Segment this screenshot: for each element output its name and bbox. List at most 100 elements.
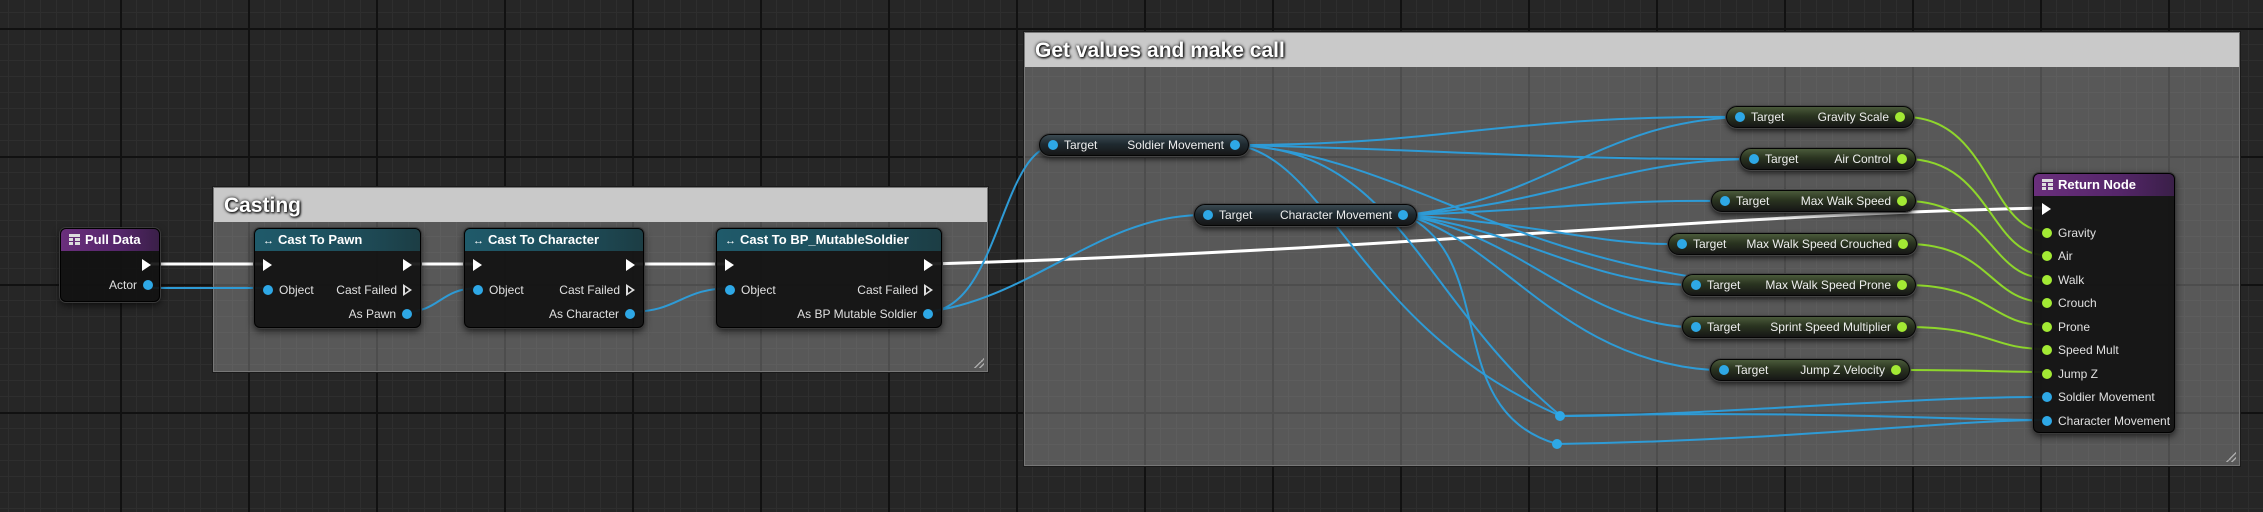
walk-pin[interactable] xyxy=(2042,275,2052,285)
reroute-knot[interactable] xyxy=(1552,439,1562,449)
sprint-speed-multiplier-label: Sprint Speed Multiplier xyxy=(1770,320,1891,334)
actor-pin[interactable] xyxy=(143,280,153,290)
exec-out-pin[interactable] xyxy=(626,259,635,271)
target-pin[interactable] xyxy=(1691,322,1701,332)
target-label: Target xyxy=(1219,208,1253,222)
float-wire xyxy=(1905,284,2046,326)
cast-to-pawn-title: Cast To Pawn xyxy=(278,232,363,247)
target-pin[interactable] xyxy=(1203,210,1213,220)
target-pin[interactable] xyxy=(1677,239,1687,249)
as-character-label: As Character xyxy=(548,307,619,321)
max-walk-speed-crouched-pin[interactable] xyxy=(1898,239,1908,249)
gravity-scale-getter-node[interactable]: Target Gravity Scale xyxy=(1726,106,1914,128)
target-pin[interactable] xyxy=(1749,154,1759,164)
object-wire xyxy=(1404,214,1687,286)
exec-wire xyxy=(929,206,2045,266)
jump-z-velocity-pin[interactable] xyxy=(1891,365,1901,375)
prone-pin[interactable] xyxy=(2042,322,2052,332)
exec-in-pin[interactable] xyxy=(473,259,482,271)
max-walk-speed-pin[interactable] xyxy=(1897,196,1907,206)
max-walk-speed-crouched-getter-node[interactable]: Target Max Walk Speed Crouched xyxy=(1668,233,1917,255)
return-node[interactable]: Return Node Gravity Air Walk Crouch Pron… xyxy=(2033,173,2175,433)
object-wire xyxy=(925,214,1204,313)
float-wire xyxy=(1905,326,2046,350)
object-pin[interactable] xyxy=(473,285,483,295)
target-pin[interactable] xyxy=(1719,365,1729,375)
casting-comment-title[interactable]: Casting xyxy=(214,188,987,222)
target-pin[interactable] xyxy=(1048,140,1058,150)
float-wire xyxy=(1899,369,2046,373)
exec-in-pin[interactable] xyxy=(725,259,734,271)
gravity-pin[interactable] xyxy=(2042,228,2052,238)
as-character-pin[interactable] xyxy=(625,309,635,319)
object-pin[interactable] xyxy=(263,285,273,295)
object-wire xyxy=(1404,214,1675,246)
object-wire xyxy=(1236,115,1745,146)
max-walk-speed-label: Max Walk Speed xyxy=(1800,194,1891,208)
target-pin[interactable] xyxy=(1735,112,1745,122)
cast-to-bp-mutable-soldier-node[interactable]: ↔Cast To BP_MutableSoldier Object Cast F… xyxy=(716,228,942,328)
air-label: Air xyxy=(2058,249,2073,263)
cast-failed-pin[interactable] xyxy=(626,284,635,296)
function-table-icon xyxy=(2042,179,2053,190)
as-soldier-pin[interactable] xyxy=(923,309,933,319)
target-label: Target xyxy=(1735,363,1769,377)
exec-out-pin[interactable] xyxy=(924,259,933,271)
sprint-speed-multiplier-getter-node[interactable]: Target Sprint Speed Multiplier xyxy=(1682,316,1916,338)
exec-in-pin[interactable] xyxy=(2042,203,2051,215)
float-wire xyxy=(1905,200,2046,279)
soldier-movement-in-pin[interactable] xyxy=(2042,392,2052,402)
object-wire xyxy=(1556,419,2046,445)
max-walk-speed-getter-node[interactable]: Target Max Walk Speed xyxy=(1711,190,1916,212)
object-pin[interactable] xyxy=(725,285,735,295)
as-pawn-label: As Pawn xyxy=(348,307,396,321)
target-pin[interactable] xyxy=(1691,280,1701,290)
pull-data-node[interactable]: Pull Data Actor xyxy=(60,228,160,302)
resize-handle-icon[interactable] xyxy=(974,358,984,368)
jump-z-label: Jump Z xyxy=(2058,367,2099,381)
target-label: Target xyxy=(1707,320,1741,334)
soldier-movement-pin[interactable] xyxy=(1230,140,1240,150)
exec-out-pin[interactable] xyxy=(403,259,412,271)
return-node-title: Return Node xyxy=(2058,177,2136,192)
object-wire xyxy=(1560,396,2046,417)
reroute-knot[interactable] xyxy=(1555,411,1565,421)
character-movement-getter-node[interactable]: Target Character Movement xyxy=(1194,204,1417,226)
exec-out-pin[interactable] xyxy=(142,259,151,271)
crouch-pin[interactable] xyxy=(2042,298,2052,308)
soldier-movement-getter-node[interactable]: Target Soldier Movement xyxy=(1039,134,1249,156)
air-control-getter-node[interactable]: Target Air Control xyxy=(1740,148,1916,170)
object-wire xyxy=(1404,158,1753,216)
cast-to-character-node[interactable]: ↔Cast To Character Object Cast Failed As… xyxy=(464,228,644,328)
exec-in-pin[interactable] xyxy=(263,259,272,271)
air-pin[interactable] xyxy=(2042,251,2052,261)
target-pin[interactable] xyxy=(1720,196,1730,206)
soldier-movement-label: Soldier Movement xyxy=(1127,138,1224,152)
as-pawn-pin[interactable] xyxy=(402,309,412,319)
gravity-scale-pin[interactable] xyxy=(1895,112,1905,122)
character-movement-in-pin[interactable] xyxy=(2042,416,2052,426)
speed-mult-pin[interactable] xyxy=(2042,345,2052,355)
target-label: Target xyxy=(1751,110,1785,124)
resize-handle-icon[interactable] xyxy=(2226,452,2236,462)
sprint-speed-multiplier-pin[interactable] xyxy=(1897,322,1907,332)
object-wire xyxy=(1404,199,1718,216)
target-label: Target xyxy=(1765,152,1799,166)
jump-z-velocity-getter-node[interactable]: Target Jump Z Velocity xyxy=(1710,359,1910,381)
cast-failed-pin[interactable] xyxy=(403,284,412,296)
character-movement-pin[interactable] xyxy=(1398,210,1408,220)
pull-data-title: Pull Data xyxy=(85,232,141,247)
air-control-pin[interactable] xyxy=(1897,154,1907,164)
speed-mult-label: Speed Mult xyxy=(2058,343,2119,357)
max-walk-speed-prone-pin[interactable] xyxy=(1897,280,1907,290)
character-movement-label: Character Movement xyxy=(1279,208,1392,222)
target-label: Target xyxy=(1064,138,1098,152)
cast-failed-pin[interactable] xyxy=(924,284,933,296)
max-walk-speed-prone-getter-node[interactable]: Target Max Walk Speed Prone xyxy=(1682,274,1916,296)
actor-pin-label: Actor xyxy=(108,278,137,292)
get-values-comment-title[interactable]: Get values and make call xyxy=(1025,33,2239,67)
cast-to-pawn-node[interactable]: ↔Cast To Pawn Object Cast Failed As Pawn xyxy=(254,228,421,328)
jump-z-pin[interactable] xyxy=(2042,369,2052,379)
gravity-scale-label: Gravity Scale xyxy=(1817,110,1889,124)
as-soldier-label: As BP Mutable Soldier xyxy=(797,307,917,321)
